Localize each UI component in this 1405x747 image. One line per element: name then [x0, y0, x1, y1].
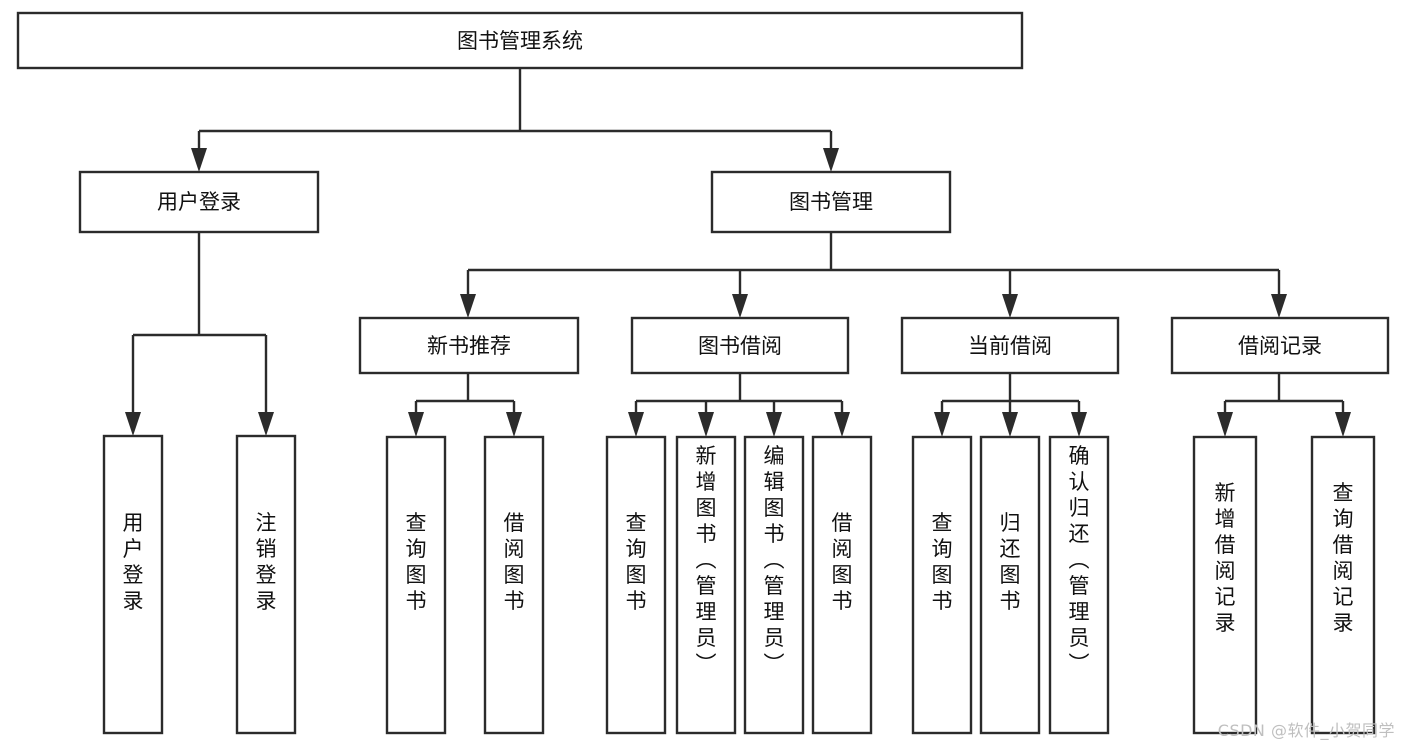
node-new-book-recommend-label: 新书推荐	[427, 334, 511, 358]
leaf-current-return-box[interactable]	[979, 435, 1041, 735]
leaf-current-query-label: 查询图书	[932, 511, 953, 613]
leaf-new-book-borrow-box[interactable]	[483, 435, 545, 735]
leaf-borrow-add-book-box[interactable]	[675, 435, 737, 735]
arrow-bookmgmt-to-current	[1002, 294, 1018, 318]
node-root-label: 图书管理系统	[457, 29, 583, 53]
arrow-records-to-leaf-1	[1217, 412, 1233, 437]
leaf-current-query-box[interactable]	[911, 435, 973, 735]
leaf-borrow-edit-book-label: 编辑图书︵管理员︶	[764, 444, 785, 676]
leaf-user-login-logout-box[interactable]	[235, 434, 297, 735]
arrow-root-to-book-mgmt	[823, 148, 839, 172]
leaf-user-login-login-label: 用户登录	[123, 511, 144, 613]
leaf-borrow-query[interactable]: 查询图书	[605, 435, 667, 735]
arrow-current-to-leaf-1	[934, 412, 950, 437]
connector-layer	[125, 68, 1351, 437]
leaf-current-confirm-return-box[interactable]	[1048, 435, 1110, 735]
node-current-borrow-box[interactable]	[900, 316, 1120, 375]
arrow-bookmgmt-to-borrow	[732, 294, 748, 318]
node-user-login-box[interactable]	[78, 170, 320, 234]
node-book-management-label: 图书管理	[789, 190, 873, 214]
node-book-borrow-label: 图书借阅	[698, 334, 782, 358]
arrow-current-to-leaf-3	[1071, 412, 1087, 437]
leaf-records-add-label: 新增借阅记录	[1215, 481, 1236, 635]
node-borrow-records[interactable]: 借阅记录	[1170, 316, 1390, 375]
arrow-borrow-to-leaf-1	[628, 412, 644, 437]
leaf-borrow-borrow-book-box[interactable]	[811, 435, 873, 735]
leaf-new-book-query-box[interactable]	[385, 435, 447, 735]
node-book-management[interactable]: 图书管理	[710, 170, 952, 234]
leaf-borrow-query-box[interactable]	[605, 435, 667, 735]
node-book-management-box[interactable]	[710, 170, 952, 234]
leaf-current-return[interactable]: 归还图书	[979, 435, 1041, 735]
leaf-borrow-add-book[interactable]: 新增图书︵管理员︶	[675, 435, 737, 735]
node-book-borrow[interactable]: 图书借阅	[630, 316, 850, 375]
leaf-records-query-box[interactable]	[1310, 435, 1376, 735]
node-root[interactable]: 图书管理系统	[16, 11, 1024, 70]
leaf-records-add-box[interactable]	[1192, 435, 1258, 735]
leaf-new-book-query-label: 查询图书	[406, 511, 427, 613]
arrow-bookmgmt-to-new-book	[460, 294, 476, 318]
leaf-borrow-borrow-book-label: 借阅图书	[832, 511, 853, 613]
leaf-current-confirm-return-label: 确认归还︵管理员︶	[1069, 444, 1090, 676]
leaf-borrow-query-label: 查询图书	[626, 511, 647, 613]
node-book-borrow-box[interactable]	[630, 316, 850, 375]
leaf-records-query[interactable]: 查询借阅记录	[1310, 435, 1376, 735]
arrow-borrow-to-leaf-3	[766, 412, 782, 437]
arrow-borrow-to-leaf-4	[834, 412, 850, 437]
leaf-new-book-query[interactable]: 查询图书	[385, 435, 447, 735]
node-new-book-recommend-box[interactable]	[358, 316, 580, 375]
leaf-user-login-logout-label: 注销登录	[256, 511, 277, 613]
leaf-user-login-logout[interactable]: 注销登录	[235, 434, 297, 735]
leaf-borrow-borrow-book[interactable]: 借阅图书	[811, 435, 873, 735]
node-borrow-records-label: 借阅记录	[1238, 334, 1322, 358]
leaf-current-return-label: 归还图书	[1000, 511, 1021, 613]
arrow-userlogin-to-leaf-1	[125, 412, 141, 436]
arrow-bookmgmt-to-records	[1271, 294, 1287, 318]
leaf-current-confirm-return[interactable]: 确认归还︵管理员︶	[1048, 435, 1110, 735]
leaf-borrow-add-book-label: 新增图书︵管理员︶	[696, 444, 717, 676]
arrow-current-to-leaf-2	[1002, 412, 1018, 437]
arrow-newbook-to-leaf-2	[506, 412, 522, 437]
node-borrow-records-box[interactable]	[1170, 316, 1390, 375]
node-new-book-recommend[interactable]: 新书推荐	[358, 316, 580, 375]
node-user-login[interactable]: 用户登录	[78, 170, 320, 234]
leaf-borrow-edit-book[interactable]: 编辑图书︵管理员︶	[743, 435, 805, 735]
node-current-borrow[interactable]: 当前借阅	[900, 316, 1120, 375]
node-current-borrow-label: 当前借阅	[968, 334, 1052, 358]
node-user-login-label: 用户登录	[157, 190, 241, 214]
arrow-userlogin-to-leaf-2	[258, 412, 274, 436]
leaf-records-query-label: 查询借阅记录	[1333, 481, 1354, 635]
leaf-new-book-borrow[interactable]: 借阅图书	[483, 435, 545, 735]
leaf-records-add[interactable]: 新增借阅记录	[1192, 435, 1258, 735]
leaf-new-book-borrow-label: 借阅图书	[504, 511, 525, 613]
arrow-root-to-user-login	[191, 148, 207, 172]
leaf-current-query[interactable]: 查询图书	[911, 435, 973, 735]
arrow-borrow-to-leaf-2	[698, 412, 714, 437]
leaf-borrow-edit-book-box[interactable]	[743, 435, 805, 735]
leaf-user-login-login-box[interactable]	[102, 434, 164, 735]
arrow-newbook-to-leaf-1	[408, 412, 424, 437]
leaf-user-login-login[interactable]: 用户登录	[102, 434, 164, 735]
arrow-records-to-leaf-2	[1335, 412, 1351, 437]
node-root-box[interactable]	[16, 11, 1024, 70]
